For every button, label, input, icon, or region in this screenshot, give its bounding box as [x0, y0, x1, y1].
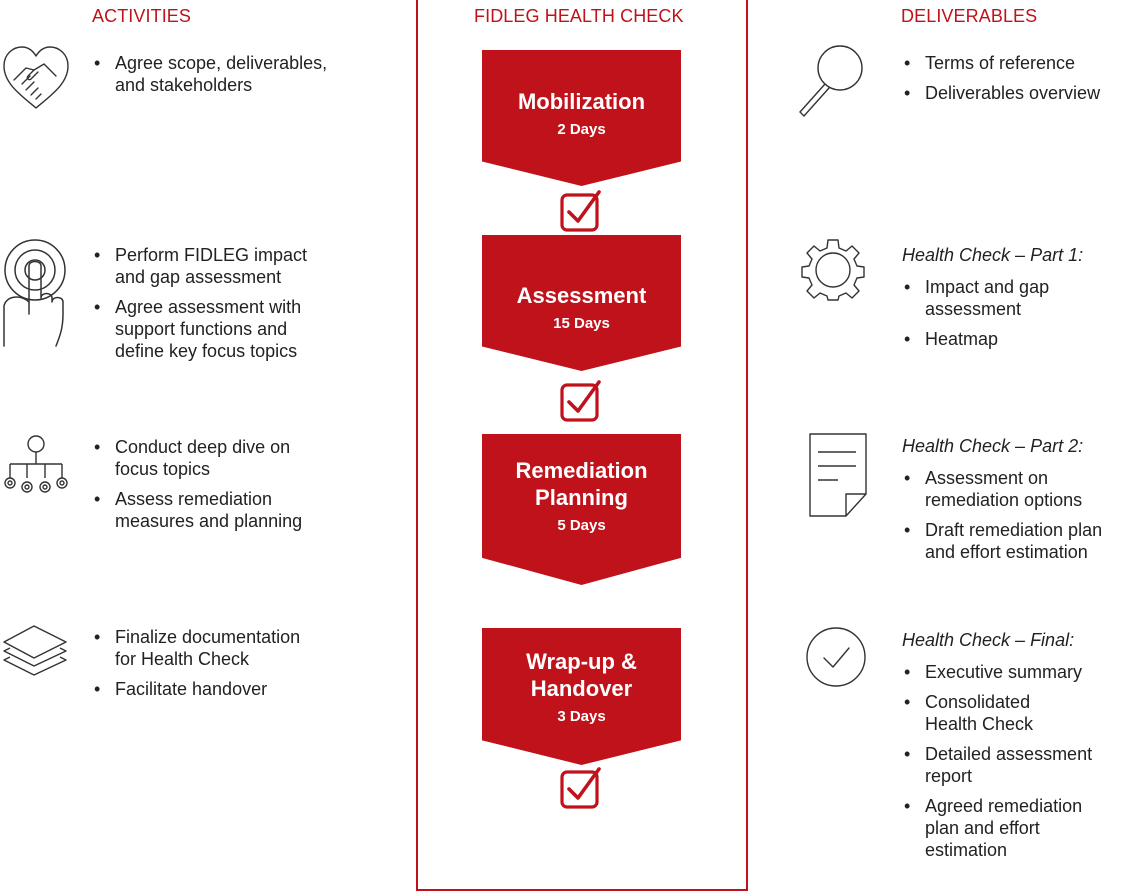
health-check-frame [416, 0, 748, 891]
item-line: Perform FIDLEG impact [115, 245, 308, 265]
gear-icon [800, 236, 866, 302]
item-line: Facilitate handover [115, 679, 268, 699]
item-line: estimation [925, 840, 1008, 860]
item-line: focus topics [115, 459, 211, 479]
item-line: Deliverables overview [925, 83, 1101, 103]
item-line: Consolidated [925, 692, 1031, 712]
item-line: define key focus topics [115, 341, 298, 361]
item-line: Conduct deep dive on [115, 437, 291, 457]
item-line: and gap assessment [115, 267, 282, 287]
phase-name-line-2: Handover [530, 676, 633, 701]
checkbox-check-icon [560, 190, 601, 232]
item-line: remediation options [925, 490, 1083, 510]
phase-assessment: Assessment 15 Days [482, 235, 681, 371]
layers-icon [2, 622, 72, 686]
checkbox-check-icon [560, 380, 601, 422]
phase-name-line-1: Wrap-up & [526, 649, 637, 674]
touch-finger-icon [0, 236, 72, 348]
checkbox-check-icon [560, 767, 601, 809]
item-line: Agree assessment with [115, 297, 302, 317]
list-item: Heatmap [902, 328, 1049, 350]
item-line: Draft remediation plan [925, 520, 1103, 540]
item-line: report [925, 766, 973, 786]
item-line: Heatmap [925, 329, 999, 349]
item-line: for Health Check [115, 649, 250, 669]
hierarchy-icon [2, 434, 72, 496]
deliverable-title-final: Health Check – Final: [902, 630, 1075, 650]
item-line: measures and planning [115, 511, 303, 531]
handshake-heart-icon [0, 44, 72, 112]
item-line: Assessment on [925, 468, 1049, 488]
deliverable-title-part-1: Health Check – Part 1: [902, 245, 1084, 265]
item-line: Terms of reference [925, 53, 1076, 73]
document-icon [808, 432, 868, 522]
list-item: Facilitate handover [92, 678, 300, 700]
phase-duration: 5 Days [557, 517, 606, 534]
deliverable-list-mobilization: Terms of reference Deliverables overview [902, 52, 1100, 112]
item-line: plan and effort [925, 818, 1040, 838]
item-line: and effort estimation [925, 542, 1088, 562]
item-line: Impact and gap [925, 277, 1050, 297]
deliverables-header: DELIVERABLES [901, 6, 1038, 26]
item-line: and stakeholders [115, 75, 253, 95]
activity-list-mobilization: Agree scope, deliverables,and stakeholde… [92, 52, 327, 104]
phase-mobilization: Mobilization 2 Days [482, 50, 681, 186]
list-item: Deliverables overview [902, 82, 1100, 104]
check-circle-icon [805, 626, 867, 688]
item-line: Finalize documentation [115, 627, 301, 647]
item-line: assessment [925, 299, 1022, 319]
item-line: support functions and [115, 319, 288, 339]
list-item: Terms of reference [902, 52, 1100, 74]
item-line: Agree scope, deliverables, [115, 53, 328, 73]
phase-name: Assessment [516, 283, 647, 308]
phase-name: Mobilization [517, 89, 646, 114]
phase-duration: 2 Days [557, 121, 606, 138]
phase-duration: 3 Days [557, 708, 606, 725]
deliverable-title-part-2: Health Check – Part 2: [902, 436, 1084, 456]
activities-header: ACTIVITIES [92, 6, 192, 26]
health-check-header: FIDLEG HEALTH CHECK [474, 6, 684, 26]
item-line: Executive summary [925, 662, 1083, 682]
list-item: Executive summary [902, 661, 1092, 683]
phase-name-line-2: Planning [535, 485, 628, 510]
list-item: Agree scope, deliverables,and stakeholde… [92, 52, 327, 96]
item-line: Agreed remediation [925, 796, 1083, 816]
phase-remediation-planning: Remediation Planning 5 Days [482, 434, 681, 585]
phase-duration: 15 Days [553, 315, 610, 332]
item-line: Assess remediation [115, 489, 273, 509]
item-line: Detailed assessment [925, 744, 1093, 764]
phase-wrap-up-handover: Wrap-up & Handover 3 Days [482, 628, 681, 765]
phase-name-line-1: Remediation [515, 458, 648, 483]
item-line: Health Check [925, 714, 1034, 734]
magnifier-icon [792, 42, 868, 122]
